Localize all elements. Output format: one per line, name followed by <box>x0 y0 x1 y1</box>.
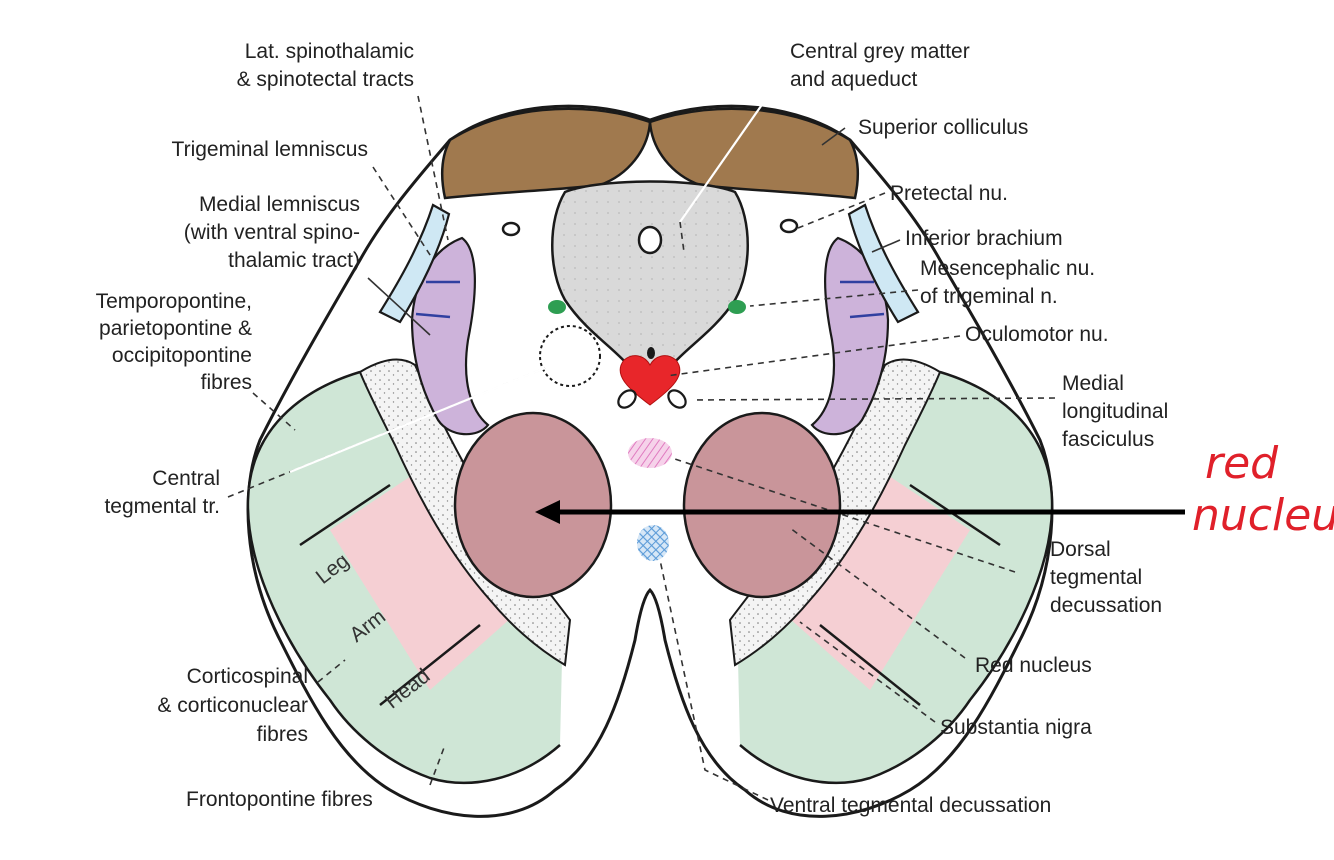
left-medial-lemniscus <box>410 236 490 436</box>
label-red-nucleus: Red nucleus <box>975 654 1092 677</box>
leader-central-grey-end <box>679 221 685 253</box>
label-frontopontine: Frontopontine fibres <box>186 788 373 811</box>
label-medial-lemniscus-line1: Medial lemniscus <box>199 193 360 216</box>
right-crus-outline <box>739 370 1054 785</box>
label-central-tegmental-line2: tegmental tr. <box>104 495 220 518</box>
right-corticospinal-region <box>780 470 970 690</box>
right-medial-longitudinal-fasciculus <box>667 389 687 409</box>
leader-mlf <box>691 397 1056 401</box>
label-mlf-line2: longitudinal <box>1062 400 1168 423</box>
dorsal-tegmental-decussation <box>628 438 672 468</box>
label-mlf-line3: fasciculus <box>1062 428 1154 451</box>
right-lemniscus-divider-2 <box>849 312 885 319</box>
right-mesencephalic-nucleus <box>728 300 746 314</box>
left-crus-outline <box>246 370 561 785</box>
label-dorsal-tegmental-line2: tegmental <box>1050 566 1142 589</box>
label-inferior-brachium: Inferior brachium <box>905 227 1063 250</box>
leader-dorsal-tegmental <box>671 457 1016 573</box>
right-red-nucleus <box>682 411 842 599</box>
left-crus-divider-2 <box>379 624 481 706</box>
label-trigeminal-lemniscus: Trigeminal lemniscus <box>172 138 368 161</box>
leader-lat-spinothalamic <box>417 95 449 241</box>
label-lat-spinothalamic-line2: & spinotectal tracts <box>237 68 414 91</box>
annotation-nucleus-text: nucleus <box>1192 490 1334 541</box>
label-ventral-tegmental: Ventral tegmental decussation <box>770 794 1051 817</box>
left-pretectal-nucleus <box>501 221 521 237</box>
label-temporopontine-line2: parietopontine & <box>99 317 252 340</box>
leader-central-grey <box>679 75 783 223</box>
left-crus-divider-1 <box>299 483 391 547</box>
label-dorsal-tegmental-line3: decussation <box>1050 594 1162 617</box>
right-inferior-brachium <box>847 203 920 324</box>
leader-central-tegmental <box>227 367 546 498</box>
leader-pretectal <box>797 192 886 229</box>
label-central-grey-line1: Central grey matter <box>790 40 970 63</box>
label-mesencephalic-line2: of trigeminal n. <box>920 285 1058 308</box>
leader-trigeminal-lemniscus <box>372 166 433 259</box>
left-superior-colliculus <box>441 107 652 200</box>
leader-temporopontine <box>252 392 296 431</box>
label-mlf-line1: Medial <box>1062 372 1124 395</box>
leader-medial-lemniscus <box>367 277 431 336</box>
left-central-tegmental-tract <box>539 325 601 387</box>
leader-lines <box>227 75 1056 801</box>
label-medial-lemniscus-line3: thalamic tract) <box>228 249 360 272</box>
right-crus-divider-2 <box>819 624 921 706</box>
ventral-tegmental-decussation <box>637 525 669 561</box>
annotation-arrow-head <box>535 500 560 524</box>
label-temporopontine-line1: Temporopontine, <box>96 290 252 313</box>
label-central-grey-line2: and aqueduct <box>790 68 917 91</box>
right-superior-colliculus <box>648 107 859 200</box>
label-corticospinal-line1: Corticospinal <box>187 665 308 688</box>
label-mesencephalic-line1: Mesencephalic nu. <box>920 257 1095 280</box>
leader-inferior-brachium <box>871 239 901 253</box>
leader-red-nucleus <box>789 527 966 659</box>
label-lat-spinothalamic-line1: Lat. spinothalamic <box>245 40 414 63</box>
leader-ventral-tegmental <box>659 559 769 801</box>
label-oculomotor: Oculomotor nu. <box>965 323 1109 346</box>
cerebral-aqueduct <box>637 225 663 255</box>
label-corticospinal-line2: & corticonuclear <box>157 694 308 717</box>
leader-corticospinal <box>317 659 346 683</box>
label-medial-lemniscus-line2: (with ventral spino- <box>184 221 360 244</box>
leader-central-tegmental-inner <box>289 366 546 474</box>
left-corticospinal-region <box>330 470 520 690</box>
left-mesencephalic-nucleus <box>548 300 566 314</box>
left-inferior-brachium <box>378 203 451 324</box>
right-pretectal-nucleus <box>779 218 799 234</box>
left-medial-longitudinal-fasciculus <box>617 389 637 409</box>
left-lemniscus-divider-2 <box>415 312 451 319</box>
label-dorsal-tegmental-line1: Dorsal <box>1050 538 1111 561</box>
label-pretectal: Pretectal nu. <box>890 182 1008 205</box>
leader-frontopontine <box>429 744 446 786</box>
label-substantia-nigra: Substantia nigra <box>940 716 1092 739</box>
oculomotor-nucleus-dot <box>647 347 655 359</box>
label-temporopontine-line4: fibres <box>201 371 252 394</box>
annotation-red-text: red <box>1205 438 1279 489</box>
leader-oculomotor <box>665 335 961 377</box>
leader-superior-colliculus <box>821 127 846 146</box>
right-crus-divider-1 <box>909 483 1001 547</box>
central-grey-matter <box>551 180 749 374</box>
label-superior-colliculus: Superior colliculus <box>858 116 1028 139</box>
left-red-nucleus <box>453 411 613 599</box>
label-corticospinal-line3: fibres <box>257 723 308 746</box>
label-central-tegmental-line1: Central <box>152 467 220 490</box>
label-temporopontine-line3: occipitopontine <box>112 344 252 367</box>
